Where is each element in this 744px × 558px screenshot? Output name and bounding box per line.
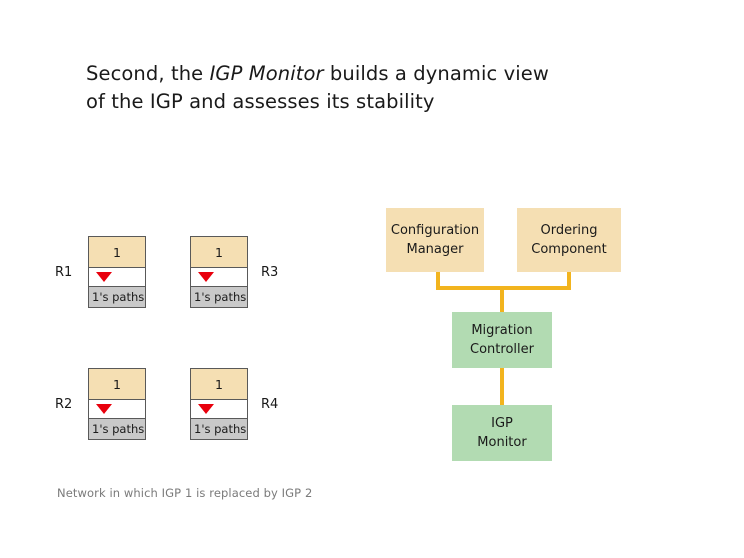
title-text-part1: Second, the (86, 62, 210, 85)
ordering-component-line-2: Component (531, 242, 607, 257)
router-r1-paths-label: 1's paths (92, 290, 145, 304)
router-label-r2: R2 (55, 397, 73, 412)
connector-ordering-down (567, 272, 571, 290)
router-label-r4: R4 (261, 397, 279, 412)
router-node-r1[interactable]: 1 1's paths (88, 236, 146, 308)
router-r3-paths-label: 1's paths (194, 290, 247, 304)
router-node-r4[interactable]: 1 1's paths (190, 368, 248, 440)
box-ordering-component[interactable]: Ordering Component (517, 208, 621, 272)
router-label-r1: R1 (55, 265, 73, 280)
router-r1-igp-band: 1 (89, 237, 145, 268)
router-r4-paths-label: 1's paths (194, 422, 247, 436)
router-label-r3: R3 (261, 265, 279, 280)
box-migration-controller[interactable]: Migration Controller (452, 312, 552, 368)
igp-monitor-line-2: Monitor (477, 435, 527, 450)
router-r1-igp-number: 1 (113, 244, 121, 260)
router-r2-paths-band: 1's paths (89, 419, 145, 439)
red-down-triangle-icon (96, 404, 112, 414)
router-r2-paths-label: 1's paths (92, 422, 145, 436)
connector-config-manager-down (436, 272, 440, 290)
router-node-r2[interactable]: 1 1's paths (88, 368, 146, 440)
router-r1-paths-band: 1's paths (89, 287, 145, 307)
router-r4-paths-band: 1's paths (191, 419, 247, 439)
router-r2-igp-number: 1 (113, 376, 121, 392)
router-r3-igp-band: 1 (191, 237, 247, 268)
title-emphasis-igp-monitor: IGP Monitor (209, 62, 324, 85)
router-r4-marker-band (191, 400, 247, 419)
router-r3-paths-band: 1's paths (191, 287, 247, 307)
slide-title: Second, the IGP Monitor builds a dynamic… (86, 60, 686, 116)
configuration-manager-line-2: Manager (406, 242, 464, 257)
router-r3-marker-band (191, 268, 247, 287)
migration-controller-line-1: Migration (471, 323, 533, 338)
router-r2-marker-band (89, 400, 145, 419)
ordering-component-line-1: Ordering (540, 223, 598, 238)
router-node-r3[interactable]: 1 1's paths (190, 236, 248, 308)
red-down-triangle-icon (96, 272, 112, 282)
router-r1-marker-band (89, 268, 145, 287)
configuration-manager-line-1: Configuration (390, 223, 480, 238)
title-line-2: of the IGP and assesses its stability (86, 90, 435, 113)
migration-controller-line-2: Controller (470, 342, 534, 357)
box-configuration-manager[interactable]: Configuration Manager (386, 208, 484, 272)
diagram-caption: Network in which IGP 1 is replaced by IG… (57, 486, 313, 500)
router-r4-igp-band: 1 (191, 369, 247, 400)
red-down-triangle-icon (198, 404, 214, 414)
connector-bus-to-migration (500, 286, 504, 312)
router-r3-igp-number: 1 (215, 244, 223, 260)
box-igp-monitor[interactable]: IGP Monitor (452, 405, 552, 461)
igp-monitor-line-1: IGP (491, 416, 513, 431)
router-r4-igp-number: 1 (215, 376, 223, 392)
router-r2-igp-band: 1 (89, 369, 145, 400)
title-text-part2: builds a dynamic view (323, 62, 549, 85)
connector-migration-to-monitor (500, 368, 504, 405)
red-down-triangle-icon (198, 272, 214, 282)
